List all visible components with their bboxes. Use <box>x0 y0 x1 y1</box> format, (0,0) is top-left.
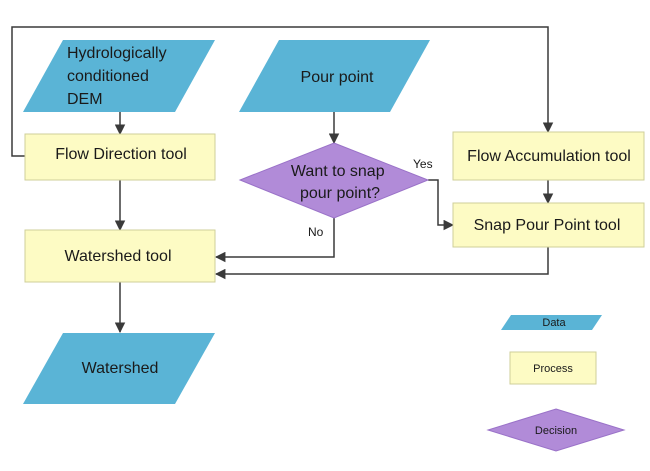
flow-direction-label: Flow Direction tool <box>55 146 187 163</box>
dem-label: Hydrologically conditioned DEM <box>67 45 171 108</box>
decision-label: Want to snap pour point? <box>291 163 389 202</box>
pour-point-label: Pour point <box>301 69 374 86</box>
process-node-flow-accumulation: Flow Accumulation tool <box>452 131 645 181</box>
legend-decision: Decision <box>486 408 626 452</box>
arrow-flow-direction-to-flow-accumulation <box>11 26 554 157</box>
legend-data: Data <box>501 315 602 330</box>
arrow-snap-to-watershed-tool <box>214 247 549 280</box>
arrow-decision-yes-to-snap <box>428 179 455 231</box>
legend-process: Process <box>509 351 597 385</box>
arrow-decision-no-to-watershed-tool <box>214 218 335 263</box>
edge-label-yes: Yes <box>413 157 433 171</box>
data-node-watershed: Watershed <box>23 333 215 404</box>
process-node-watershed-tool: Watershed tool <box>24 229 216 283</box>
legend-decision-swatch <box>486 408 626 452</box>
edge-label-no: No <box>308 225 324 239</box>
watershed-label: Watershed <box>82 360 159 377</box>
data-parallelogram <box>239 40 430 112</box>
legend: Data Process Decision <box>486 315 626 452</box>
snap-pour-point-label: Snap Pour Point tool <box>474 217 621 234</box>
legend-data-label: Data <box>542 317 566 329</box>
legend-process-label: Process <box>533 363 573 375</box>
data-parallelogram <box>23 40 215 112</box>
process-rect <box>24 133 216 181</box>
process-node-snap-pour-point: Snap Pour Point tool <box>452 202 645 248</box>
watershed-tool-label: Watershed tool <box>64 248 171 265</box>
legend-decision-label: Decision <box>535 425 577 437</box>
connectors <box>11 26 554 334</box>
data-node-pour-point: Pour point <box>239 40 430 112</box>
legend-data-swatch <box>501 315 602 330</box>
data-parallelogram <box>23 333 215 404</box>
decision-diamond <box>238 142 430 219</box>
process-rect <box>24 229 216 283</box>
process-rect <box>452 131 645 181</box>
flow-accumulation-label: Flow Accumulation tool <box>467 148 631 165</box>
process-node-flow-direction: Flow Direction tool <box>24 133 216 181</box>
process-rect <box>452 202 645 248</box>
decision-node-snap: Want to snap pour point? <box>238 142 430 219</box>
legend-process-swatch <box>509 351 597 385</box>
data-node-dem: Hydrologically conditioned DEM <box>23 40 215 112</box>
